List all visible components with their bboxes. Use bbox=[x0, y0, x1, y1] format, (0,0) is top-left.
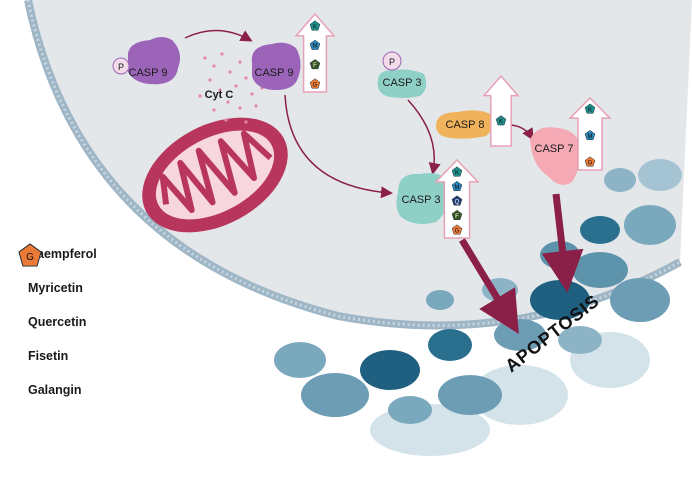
flavonoid-badge-icon bbox=[309, 20, 321, 31]
casp3-inactive-label: CASP 3 bbox=[383, 77, 422, 89]
arrow-casp7-to-apoptosis bbox=[541, 193, 584, 293]
arrow-casp3-to-apoptosis bbox=[459, 238, 519, 334]
casp9-active-label: CASP 9 bbox=[255, 67, 294, 79]
upregulation-arrow-casp9: K M F G bbox=[294, 12, 336, 93]
casp9-inactive: P CASP 9 bbox=[112, 37, 180, 85]
legend-item-quercetin: Q Quercetin bbox=[18, 243, 97, 333]
upregulation-arrow-shape bbox=[294, 12, 336, 93]
flavonoid-badge-icon bbox=[584, 103, 596, 114]
flavonoid-badge-icon bbox=[584, 156, 596, 167]
phospho-label-casp3: P bbox=[389, 57, 395, 67]
legend-label: Myricetin bbox=[28, 281, 83, 295]
flavonoid-badge-icon bbox=[584, 130, 596, 140]
flavonoid-badge-letter: G bbox=[313, 82, 318, 88]
legend-label: Fisetin bbox=[28, 349, 69, 363]
legend-label: Kaempferol bbox=[28, 247, 97, 261]
flavonoid-badge-letter: Q bbox=[455, 199, 460, 205]
cyt-c-label: Cyt C bbox=[205, 89, 234, 101]
apoptotic-blebs bbox=[274, 159, 682, 456]
casp3-active-label: CASP 3 bbox=[402, 194, 441, 206]
flavonoid-badge-letter: K bbox=[499, 119, 503, 125]
casp8-label: CASP 8 bbox=[446, 119, 485, 131]
legend-item-myricetin: M Myricetin bbox=[18, 243, 97, 299]
flavonoid-badge-letter: M bbox=[455, 185, 460, 191]
flavonoid-badge-icon bbox=[309, 39, 321, 50]
cyt-c-particles bbox=[198, 52, 264, 124]
upregulation-arrow-shape bbox=[482, 74, 520, 147]
flavonoid-badge-icon bbox=[451, 209, 463, 220]
legend-item-fisetin: F Fisetin bbox=[18, 243, 97, 367]
flavonoid-badge-letter: K bbox=[313, 24, 317, 30]
mitochondrion bbox=[142, 117, 288, 233]
legend-label: Quercetin bbox=[28, 315, 87, 329]
upregulation-arrow-casp8: K bbox=[482, 74, 520, 147]
flavonoid-badge-icon bbox=[309, 78, 321, 89]
casp8: CASP 8 bbox=[436, 110, 493, 139]
upregulation-arrow-casp3: K M Q F G bbox=[434, 158, 480, 239]
arrow-casp9-activation bbox=[184, 29, 253, 42]
legend-label: Galangin bbox=[28, 383, 82, 397]
flavonoid-badge-icon bbox=[451, 224, 463, 235]
flavonoid-badge-letter: G bbox=[588, 160, 593, 166]
legend-item-galangin: G Galangin bbox=[18, 243, 97, 401]
arrow-casp9-to-casp3 bbox=[284, 94, 393, 199]
flavonoid-badge-letter: M bbox=[588, 134, 593, 140]
flavonoid-badge-letter: K bbox=[455, 170, 459, 176]
casp7: CASP 7 bbox=[530, 127, 582, 185]
casp3-inactive: P CASP 3 bbox=[377, 51, 427, 98]
svg-text:G: G bbox=[26, 252, 34, 263]
arrow-casp8-to-casp7 bbox=[509, 124, 534, 141]
upregulation-arrow-casp7: K M G bbox=[568, 96, 612, 171]
flavonoid-badge-icon bbox=[451, 195, 463, 206]
cell-cytoplasm bbox=[28, 0, 692, 326]
flavonoid-badge-letter: F bbox=[455, 214, 459, 220]
arrow-casp3-activation bbox=[407, 99, 441, 175]
phospho-label: P bbox=[118, 62, 124, 72]
flavonoid-badge-icon bbox=[495, 115, 507, 126]
casp7-label: CASP 7 bbox=[535, 143, 574, 155]
flavonoid-badge-letter: K bbox=[588, 107, 592, 113]
casp9-inactive-label: CASP 9 bbox=[129, 67, 168, 79]
flavonoid-badge-letter: M bbox=[313, 44, 318, 50]
flavonoid-badge-icon bbox=[309, 59, 321, 70]
casp3-active: CASP 3 bbox=[396, 173, 449, 224]
galangin-pentagon-icon: G bbox=[18, 243, 42, 267]
flavonoid-legend: K Kaempferol M Myricetin Q Quercetin F F… bbox=[18, 243, 97, 413]
flavonoid-badge-icon bbox=[451, 181, 463, 191]
casp9-active: CASP 9 bbox=[251, 42, 301, 90]
flavonoid-badge-letter: G bbox=[455, 228, 460, 234]
flavonoid-badge-letter: F bbox=[313, 63, 317, 69]
flavonoid-badge-icon bbox=[451, 166, 463, 177]
